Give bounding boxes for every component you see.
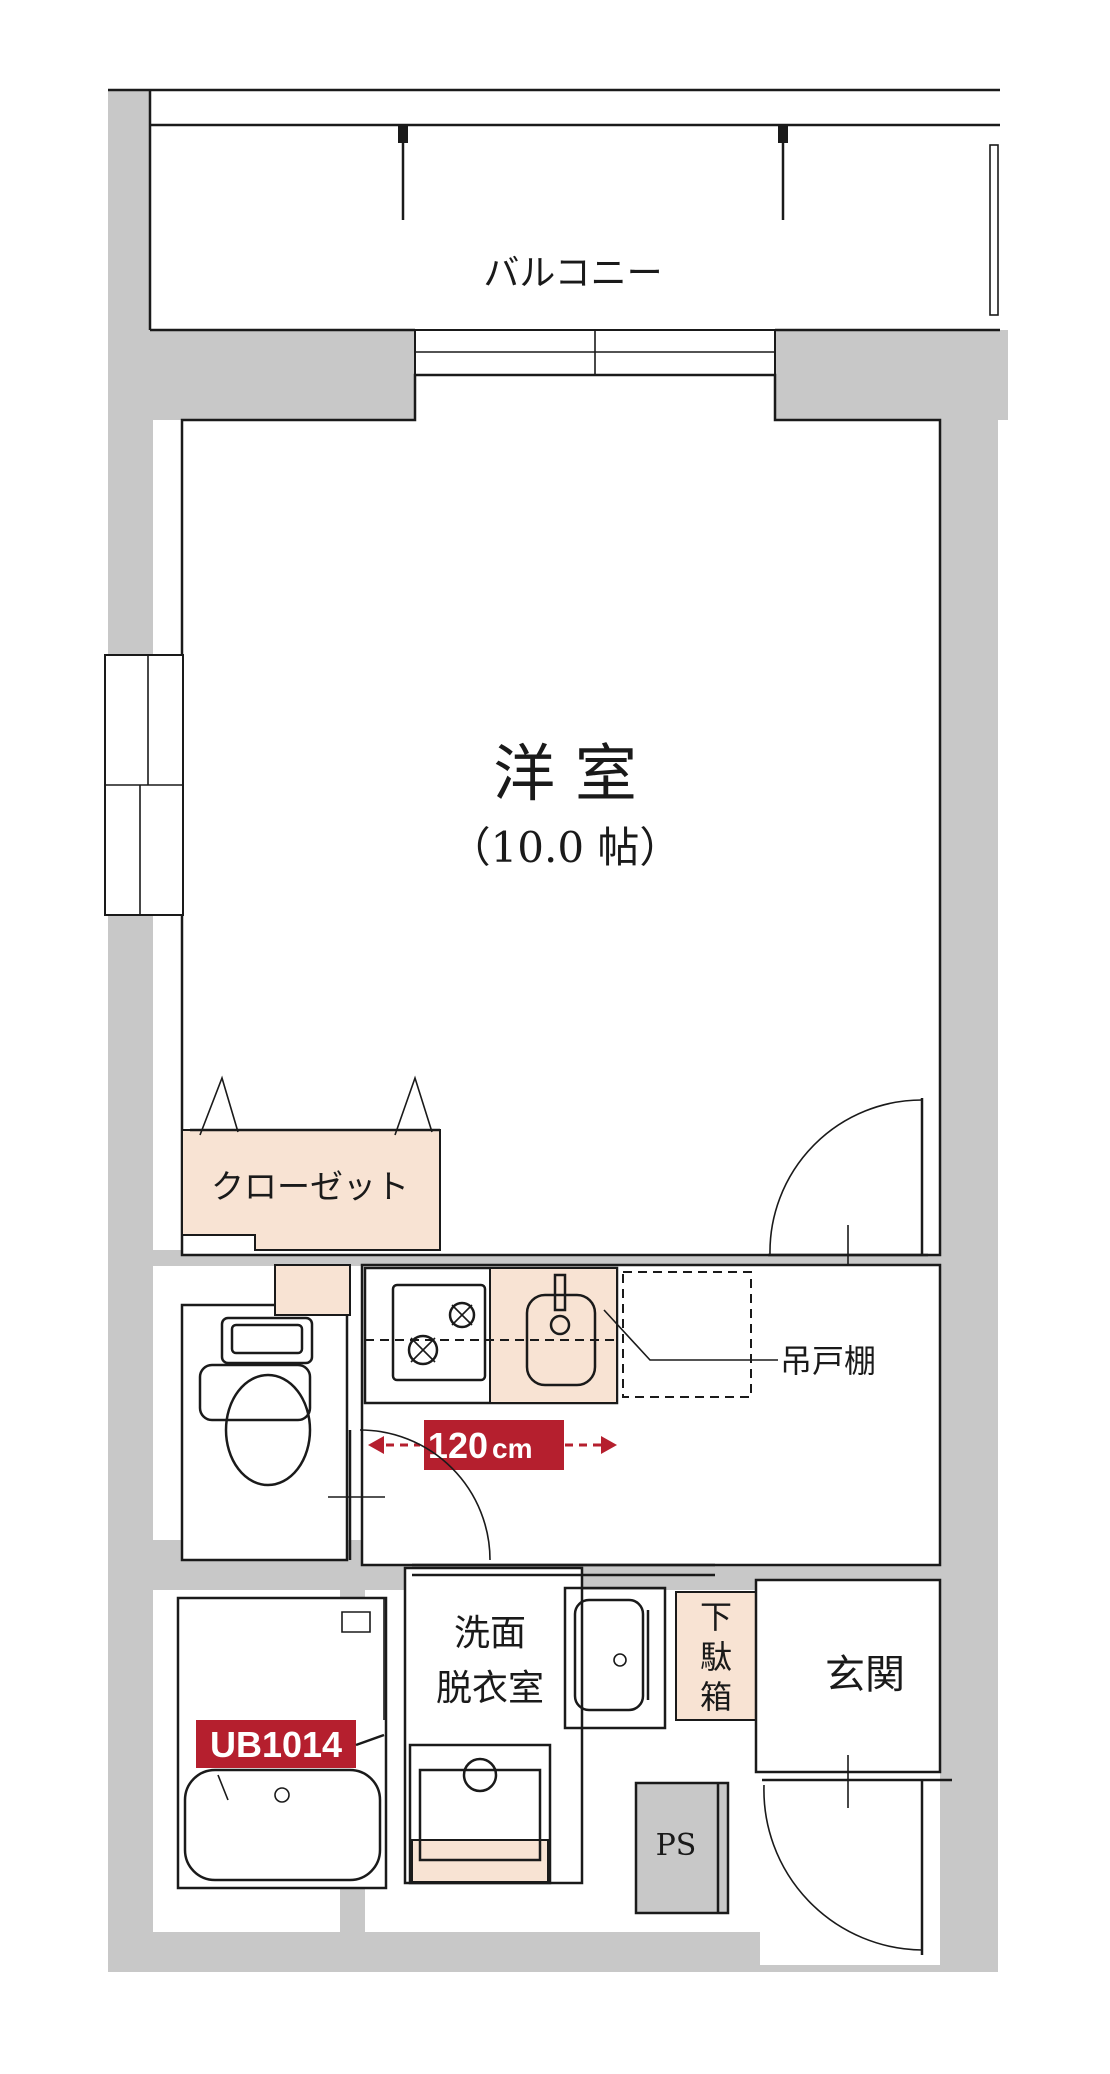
toilet-icon xyxy=(198,1316,314,1487)
closet-label: クローゼット xyxy=(211,1167,409,1206)
washing-machine-icon xyxy=(408,1743,552,1885)
side-window xyxy=(104,654,184,916)
width-unit: cm xyxy=(492,1433,532,1464)
kitchen-counter xyxy=(363,1266,619,1405)
balcony: バルコニー xyxy=(108,88,1000,332)
western-room: 洋 室 （10.0 帖） xyxy=(180,373,942,1257)
width-badge: 120 cm xyxy=(368,1420,617,1470)
unit-bath-label: UB1014 xyxy=(210,1724,342,1765)
width-value: 120 xyxy=(428,1425,488,1466)
entrance: 玄関 xyxy=(754,1578,942,1774)
hanging-cabinet-label: 吊戸棚 xyxy=(780,1342,876,1380)
shoe-box-label-2: 駄 xyxy=(700,1638,732,1676)
entrance-label: 玄関 xyxy=(825,1652,905,1698)
stove-icon xyxy=(407,1301,476,1366)
washroom-label-1: 洗面 xyxy=(454,1613,526,1654)
balcony-window xyxy=(414,329,776,376)
sink-icon xyxy=(525,1273,597,1387)
shoe-box-label-3: 箱 xyxy=(700,1678,732,1716)
entrance-door[interactable] xyxy=(760,1755,952,1965)
closet: クローゼット xyxy=(181,1075,441,1251)
pipe-space-label: PS xyxy=(656,1828,697,1863)
washbasin-icon xyxy=(563,1586,667,1730)
room-door[interactable] xyxy=(768,1098,928,1285)
kitchen-hall xyxy=(360,1263,942,1567)
western-room-label: 洋 室 xyxy=(493,737,637,810)
washroom-label-2: 脱衣室 xyxy=(436,1668,544,1709)
western-room-size: （10.0 帖） xyxy=(449,823,682,872)
hanging-cabinet: 吊戸棚 xyxy=(603,1271,876,1398)
toilet-room xyxy=(180,1264,491,1562)
pipe-space: PS xyxy=(634,1781,730,1915)
balcony-label: バルコニー xyxy=(483,253,662,294)
shoe-box-label-1: 下 xyxy=(700,1598,732,1636)
washroom: 洗面 脱衣室 xyxy=(403,1563,715,1885)
toilet-door[interactable] xyxy=(328,1429,491,1561)
unit-bath: UB1014 xyxy=(176,1596,388,1890)
